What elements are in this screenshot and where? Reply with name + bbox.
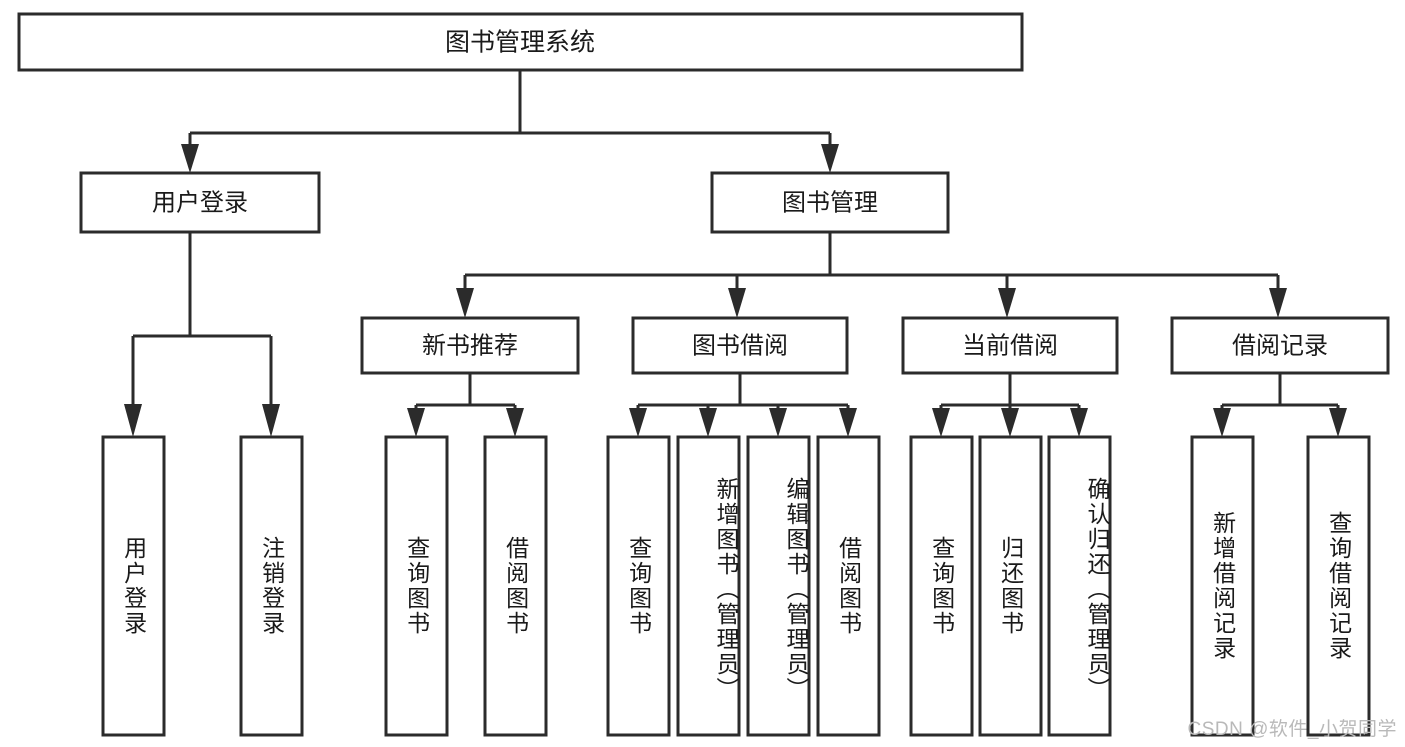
node-root-label: 图书管理系统: [445, 29, 595, 57]
node-records-box[interactable]: [1170, 316, 1390, 375]
edge-records-to-leaves: [1213, 373, 1347, 437]
arrow-head-leaf9: [932, 408, 950, 437]
node-login-box[interactable]: [79, 171, 321, 234]
leaf-box-leaf5[interactable]: [606, 435, 671, 737]
node-root[interactable]: 图书管理系统: [17, 12, 1024, 72]
edge-newrec-to-leaves: [407, 373, 524, 437]
leaf-box-leaf4[interactable]: [483, 435, 548, 737]
leaf-box-leaf2[interactable]: [239, 435, 304, 737]
node-records-label: 借阅记录: [1232, 332, 1328, 359]
leaf-box-leaf12[interactable]: [1190, 435, 1255, 737]
node-borrow[interactable]: 图书借阅: [631, 316, 849, 375]
arrow-head-newrec: [456, 288, 474, 318]
node-records[interactable]: 借阅记录: [1170, 316, 1390, 375]
leaf-box-leaf10[interactable]: [978, 435, 1043, 737]
leaf-box-leaf7[interactable]: [746, 435, 811, 737]
leaf-box-leaf3[interactable]: [384, 435, 449, 737]
arrow-head-leaf7: [769, 408, 787, 437]
leaf-box-leaf8[interactable]: [816, 435, 881, 737]
arrow-head-leaf12: [1213, 408, 1231, 437]
node-root-box[interactable]: [17, 12, 1024, 72]
leaf-box-leaf11[interactable]: [1047, 435, 1112, 737]
edge-bookmgmt-to-level2: [456, 232, 1287, 318]
node-current-label: 当前借阅: [962, 332, 1058, 359]
node-newrec-box[interactable]: [360, 316, 580, 375]
node-newrec[interactable]: 新书推荐: [360, 316, 580, 375]
node-current[interactable]: 当前借阅: [901, 316, 1119, 375]
edge-login-to-leaves: [124, 232, 280, 437]
arrow-head-leaf10: [1001, 408, 1019, 437]
edge-current-to-leaves: [932, 373, 1088, 437]
arrow-head-leaf4: [506, 408, 524, 437]
edge-root-to-level1: [181, 70, 839, 173]
node-bookmgmt-label: 图书管理: [782, 189, 878, 216]
node-bookmgmt-box[interactable]: [710, 171, 950, 234]
arrow-head-leaf6: [699, 408, 717, 437]
node-login-label: 用户登录: [152, 189, 248, 216]
leaf-box-leaf13[interactable]: [1306, 435, 1371, 737]
leaf-box-leaf6[interactable]: [676, 435, 741, 737]
arrow-head-current: [998, 288, 1016, 318]
node-borrow-label: 图书借阅: [692, 332, 788, 359]
arrow-head-leaf5: [629, 408, 647, 437]
csdn-watermark: CSDN @软件_小贺同学: [1187, 719, 1397, 740]
arrow-head-leaf8: [839, 408, 857, 437]
arrow-head-leaf13: [1329, 408, 1347, 437]
node-bookmgmt[interactable]: 图书管理: [710, 171, 950, 234]
node-newrec-label: 新书推荐: [422, 332, 518, 359]
arrow-head-leaf11: [1070, 408, 1088, 437]
arrow-head-bookmgmt: [821, 144, 839, 173]
node-borrow-box[interactable]: [631, 316, 849, 375]
leaf-box-leaf9[interactable]: [909, 435, 974, 737]
arrow-head-leaf1: [124, 404, 142, 437]
arrow-head-leaf3: [407, 408, 425, 437]
node-login[interactable]: 用户登录: [79, 171, 321, 234]
arrow-head-borrow: [728, 288, 746, 318]
node-current-box[interactable]: [901, 316, 1119, 375]
arrow-head-records: [1269, 288, 1287, 318]
arrow-head-login: [181, 144, 199, 173]
leaf-box-leaf1[interactable]: [101, 435, 166, 737]
edge-borrow-to-leaves: [629, 373, 857, 437]
arrow-head-leaf2: [262, 404, 280, 437]
